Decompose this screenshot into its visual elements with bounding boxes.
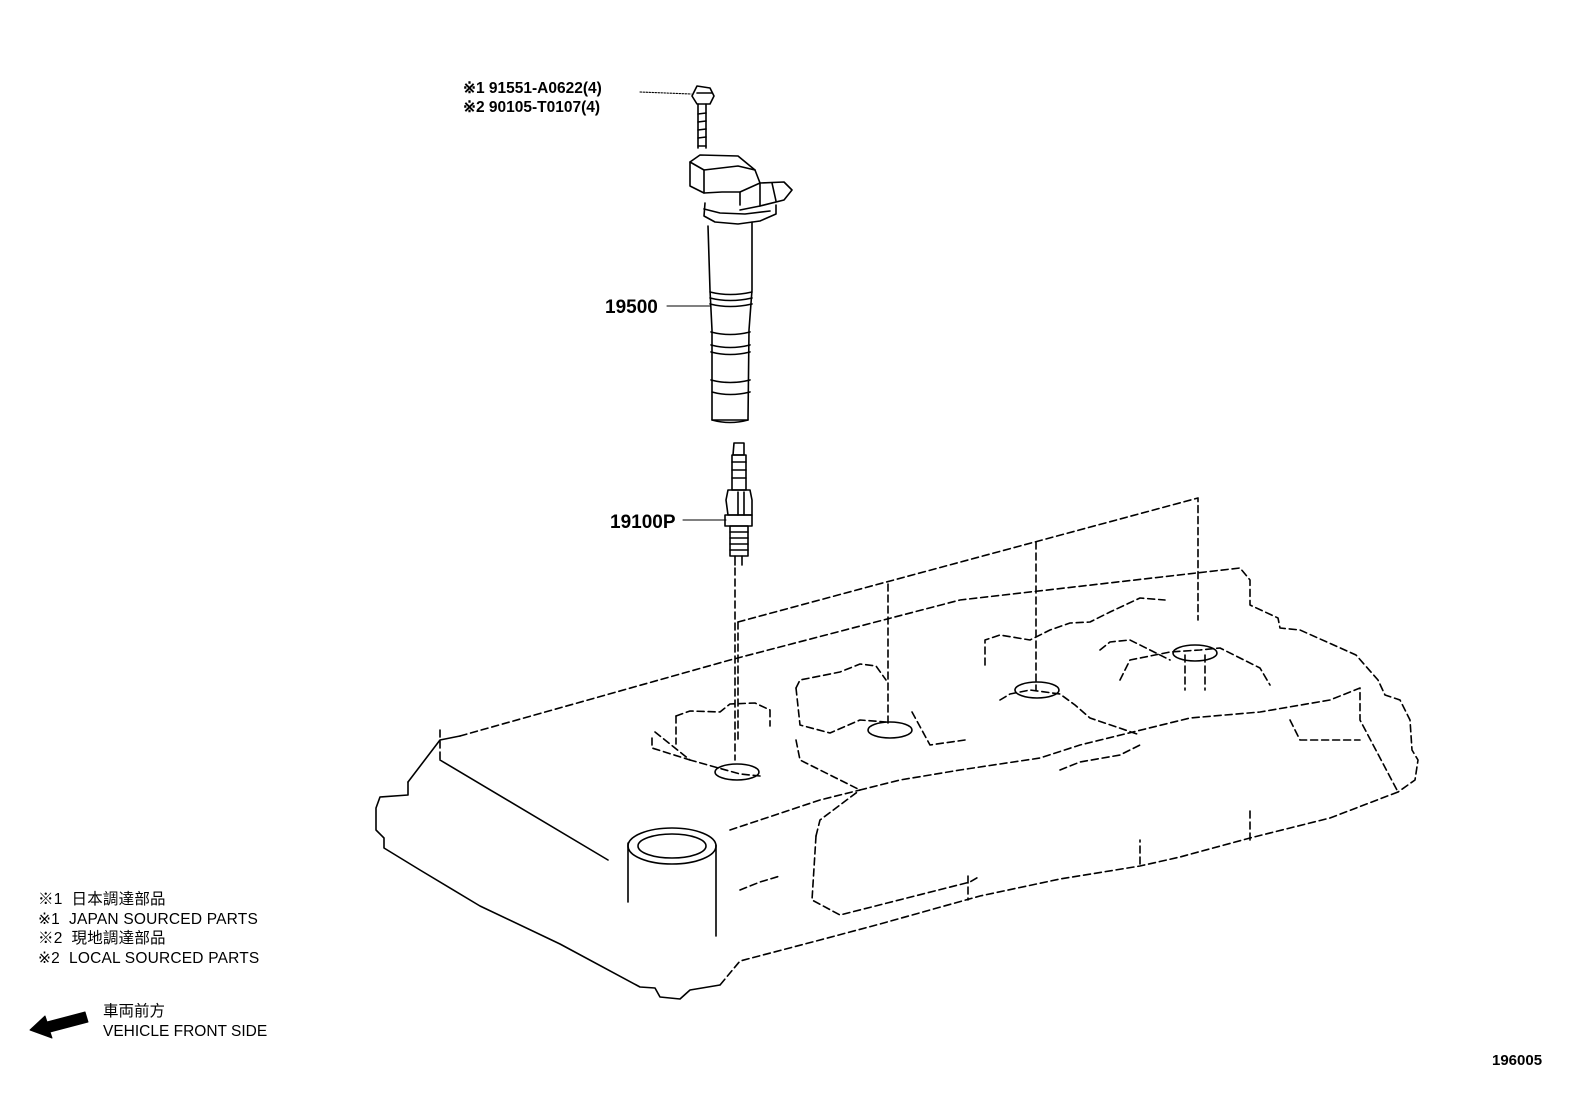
bolt-callout-1: ※1 91551-A0622(4) xyxy=(463,80,602,97)
cylinder-head-cover-part xyxy=(375,497,1419,1000)
bolt-part[interactable] xyxy=(691,85,715,149)
vehicle-front-label-en: VEHICLE FRONT SIDE xyxy=(103,1023,268,1040)
spark-plug-part[interactable] xyxy=(724,442,753,566)
diagram-id: 196005 xyxy=(1492,1052,1543,1069)
spark-plug-callout[interactable]: 19100P xyxy=(610,512,676,533)
sourcing-notes: ※1 日本調達部品 ※1 JAPAN SOURCED PARTS ※2 現地調達… xyxy=(38,890,259,968)
coil-callout[interactable]: 19500 xyxy=(605,297,658,318)
leader-lines xyxy=(639,91,727,521)
note-line: ※2 LOCAL SOURCED PARTS xyxy=(38,949,260,967)
bolt-callout-2: ※2 90105-T0107(4) xyxy=(463,99,600,116)
vehicle-front-label-jp: 車両前方 xyxy=(103,1003,166,1020)
arrow-left-icon xyxy=(29,1011,89,1039)
note-line: ※1 JAPAN SOURCED PARTS xyxy=(38,910,258,928)
note-line: ※2 現地調達部品 xyxy=(38,930,166,948)
note-line: ※1 日本調達部品 xyxy=(38,891,166,908)
vehicle-front-label: 車両前方 VEHICLE FRONT SIDE xyxy=(103,1002,267,1042)
ignition-coil-part[interactable] xyxy=(689,154,793,424)
